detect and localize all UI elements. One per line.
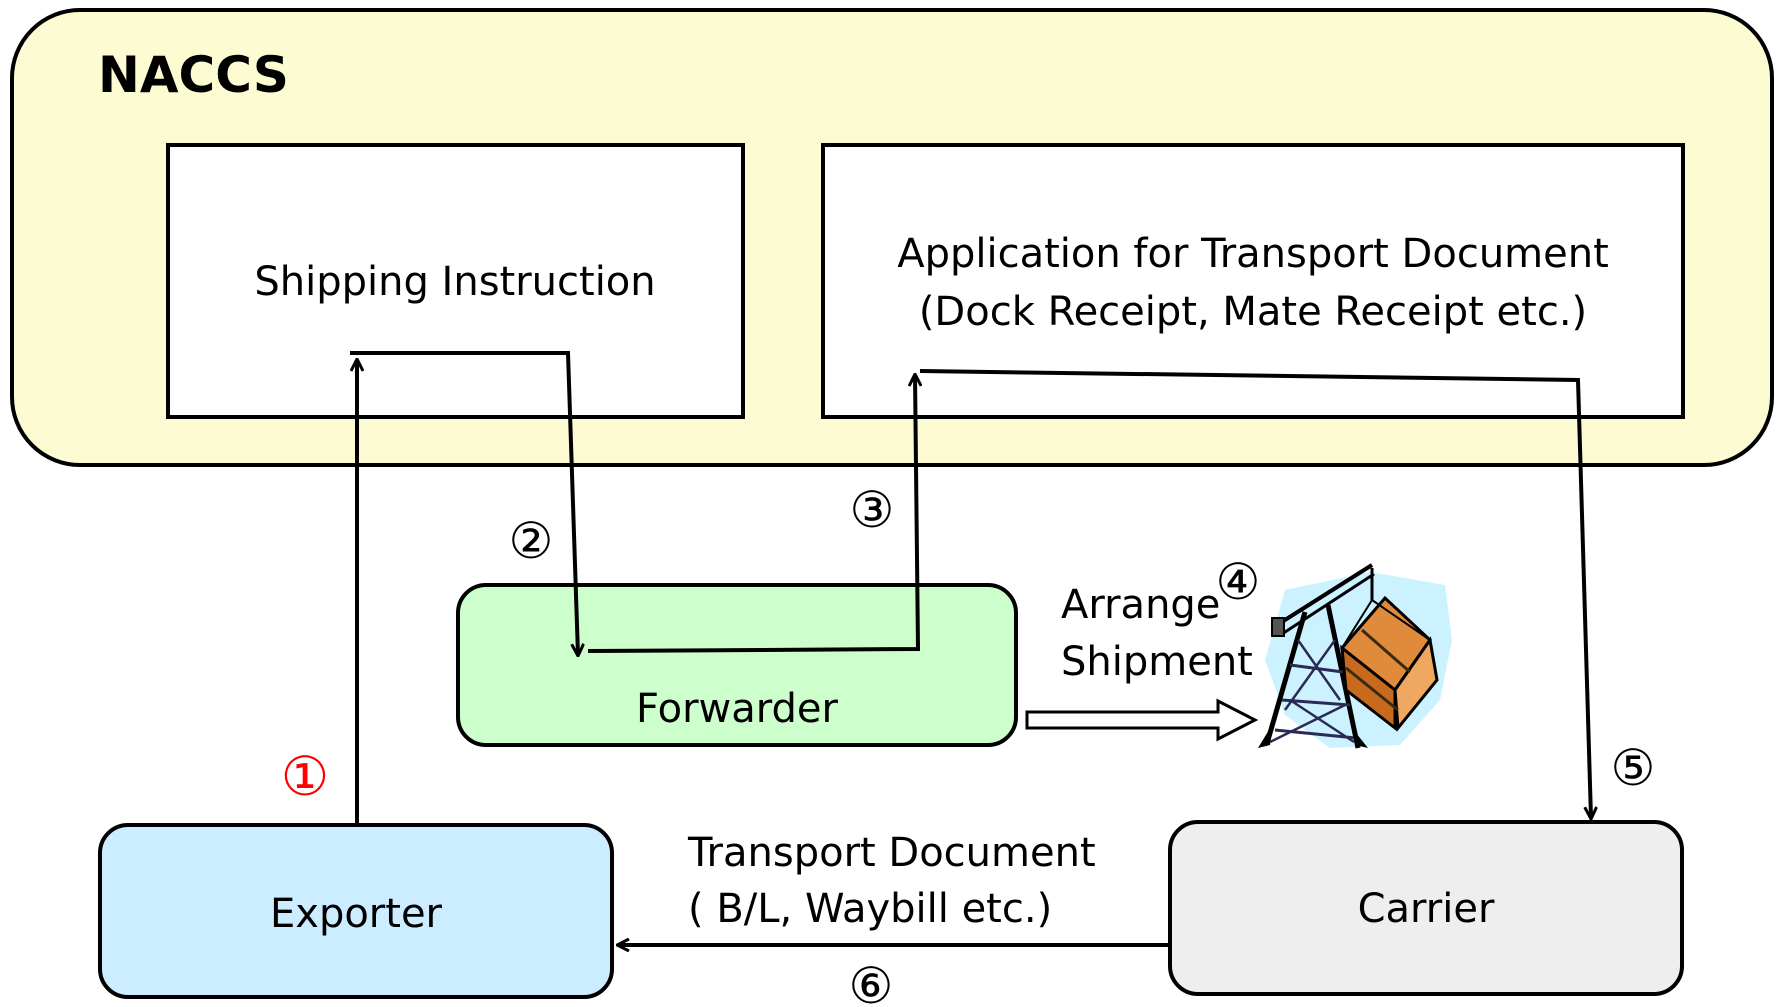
arrow-step3-forwarder-to-app bbox=[587, 375, 918, 653]
step-4-label: ④ bbox=[1216, 553, 1261, 611]
arrange-label-line1: Arrange bbox=[1061, 582, 1220, 628]
step-2-label: ② bbox=[509, 512, 554, 570]
arrow-step4-arrange-shipment bbox=[1025, 698, 1259, 742]
transport-doc-label-line1: Transport Document bbox=[687, 830, 1096, 876]
exporter-label: Exporter bbox=[270, 891, 443, 937]
shipping-instruction-label: Shipping Instruction bbox=[254, 259, 655, 305]
transport-doc-label-line2: ( B/L, Waybill etc.) bbox=[688, 886, 1052, 932]
step-5-label: ⑤ bbox=[1611, 739, 1656, 797]
step-3-label: ③ bbox=[850, 481, 895, 539]
arrow-step5-app-to-carrier bbox=[919, 369, 1591, 818]
application-label-line1: Application for Transport Document bbox=[897, 231, 1609, 277]
step-6-label: ⑥ bbox=[849, 957, 894, 1007]
crane-with-cargo-icon bbox=[1258, 563, 1452, 749]
application-label-line2: (Dock Receipt, Mate Receipt etc.) bbox=[919, 289, 1587, 335]
carrier-box bbox=[1168, 820, 1684, 996]
shipping-instruction-box bbox=[166, 143, 745, 419]
step-1-label: ① bbox=[281, 745, 329, 808]
naccs-title: NACCS bbox=[98, 46, 289, 104]
carrier-label: Carrier bbox=[1358, 886, 1495, 932]
arrange-label-line2: Shipment bbox=[1061, 639, 1253, 685]
forwarder-box bbox=[456, 583, 1018, 747]
arrow-step2-si-to-forwarder bbox=[350, 351, 578, 655]
forwarder-label: Forwarder bbox=[636, 686, 838, 732]
